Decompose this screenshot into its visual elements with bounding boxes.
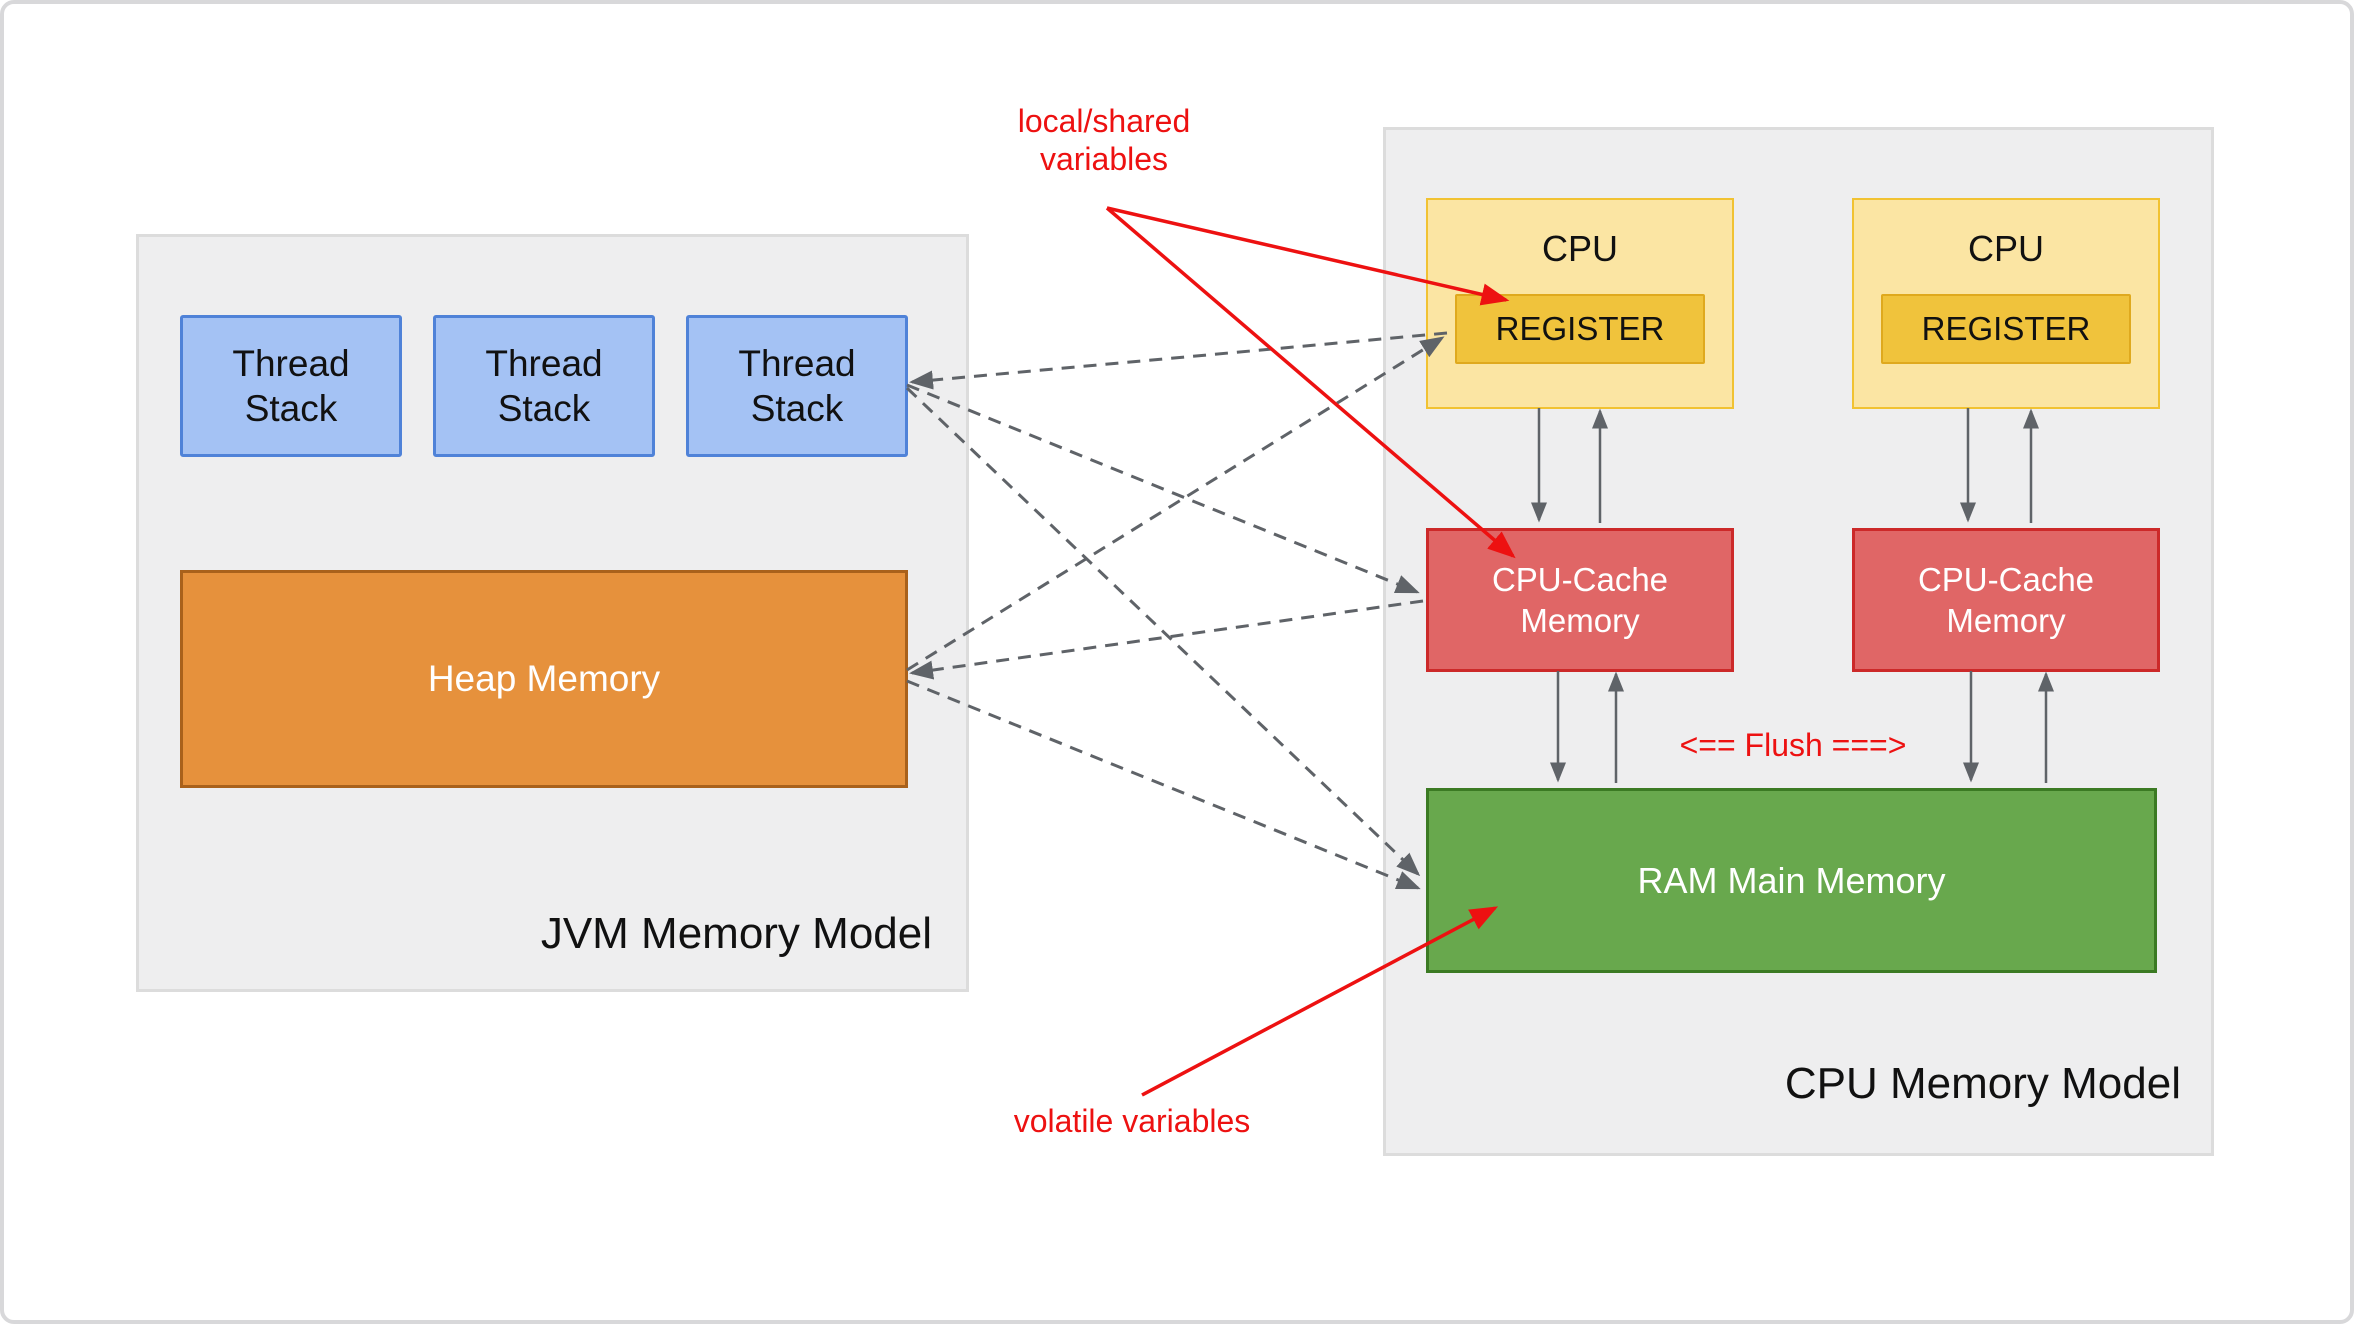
flush-label: <== Flush ===> bbox=[1679, 727, 1907, 763]
ram-main-memory-label: RAM Main Memory bbox=[1637, 859, 1946, 901]
dashed-heap-to-register bbox=[906, 336, 1445, 672]
heap-memory-box: Heap Memory bbox=[180, 570, 908, 788]
thread-stack-box-2: Thread Stack bbox=[433, 315, 655, 457]
cpu-label-2: CPU bbox=[1967, 228, 2044, 269]
cpu-label-1: CPU bbox=[1541, 228, 1618, 269]
cpu-panel-title: CPU Memory Model bbox=[1784, 1059, 2181, 1108]
dashed-arrows bbox=[905, 331, 1448, 890]
cpu-panel: CPU REGISTER CPU REGISTER CPU-Cache Memo… bbox=[1383, 127, 2214, 1156]
thread-stack-label-2: Thread Stack bbox=[485, 342, 603, 429]
register-box-2: REGISTER bbox=[1881, 294, 2131, 364]
thread-stack-box-1: Thread Stack bbox=[180, 315, 402, 457]
dashed-cache-to-heap bbox=[909, 599, 1424, 680]
jvm-panel-title: JVM Memory Model bbox=[540, 909, 932, 958]
jvm-panel: Thread Stack Thread Stack Thread Stack H… bbox=[136, 234, 969, 992]
register-box-1: REGISTER bbox=[1455, 294, 1705, 364]
local-shared-variables-label: local/shared variables bbox=[1017, 103, 1191, 178]
dashed-heap-to-ram bbox=[906, 679, 1421, 890]
heap-memory-label: Heap Memory bbox=[427, 658, 661, 699]
volatile-variables-label: volatile variables bbox=[1013, 1103, 1251, 1139]
thread-stack-label-1: Thread Stack bbox=[232, 342, 350, 429]
cpu-cache-box-1: CPU-Cache Memory bbox=[1426, 528, 1734, 672]
cpu-cache-box-2: CPU-Cache Memory bbox=[1852, 528, 2160, 672]
cpu-box-1: CPU REGISTER bbox=[1426, 198, 1734, 409]
dashed-register-to-thread-stack bbox=[909, 331, 1448, 390]
cpu-box-2: CPU REGISTER bbox=[1852, 198, 2160, 409]
thread-stack-label-3: Thread Stack bbox=[738, 342, 856, 429]
thread-stack-box-3: Thread Stack bbox=[686, 315, 908, 457]
ram-main-memory-box: RAM Main Memory bbox=[1426, 788, 2157, 973]
dashed-thread-stack-to-cache bbox=[906, 383, 1420, 594]
dashed-thread-stack-to-ram bbox=[905, 386, 1421, 877]
